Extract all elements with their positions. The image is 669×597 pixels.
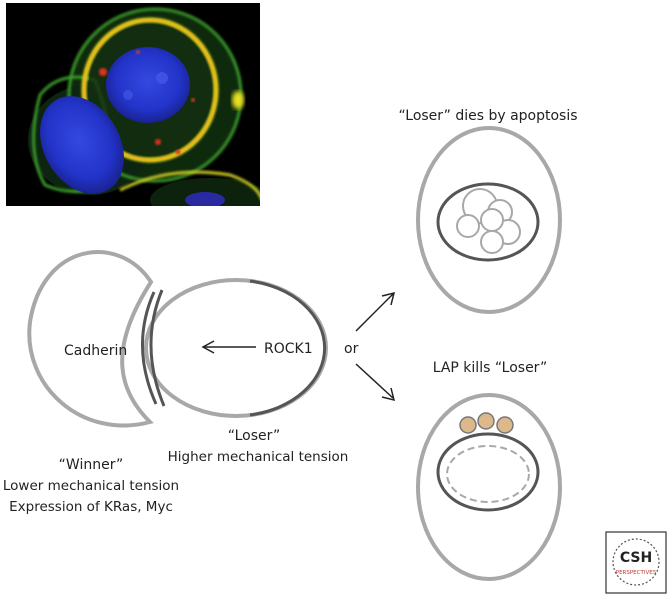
or-label: or [344,341,359,357]
rock1-arrow [201,340,256,354]
winner-cell [27,250,154,428]
csh-perspectives-logo: CSH PERSPECTIVES [605,531,667,594]
cadherin-label: Cadherin [64,343,127,359]
rock1-label: ROCK1 [264,341,313,357]
logo-sub-text: PERSPECTIVES [616,570,657,576]
lap-panel [416,393,562,581]
cadherin-junction-outer [141,291,158,405]
lap-vesicle [496,416,514,434]
micrograph [6,3,260,206]
branch-arrow-up [355,291,396,332]
lap-title: LAP kills “Loser” [433,360,548,376]
apoptosis-title: “Loser” dies by apoptosis [398,108,577,124]
loser-title: “Loser” [228,428,280,444]
branch-arrow-down [355,363,396,402]
loser-cortex [249,279,327,417]
logo-main-text: CSH [620,550,652,566]
nucleus-loser [106,47,190,123]
lap-vesicle [459,416,477,434]
winner-tension: Lower mechanical tension [3,478,179,494]
winner-expression: Expression of KRas, Myc [9,499,173,515]
lap-vacuole [436,432,540,512]
dying-loser-outline [446,445,530,503]
apoptotic-bodies [456,188,521,254]
loser-tension: Higher mechanical tension [168,449,349,465]
apoptosis-panel [416,126,562,314]
winner-title: “Winner” [59,457,124,473]
nucleus-winner [40,96,124,194]
lap-vesicle [477,412,495,430]
cadherin-junction-inner [149,289,166,407]
